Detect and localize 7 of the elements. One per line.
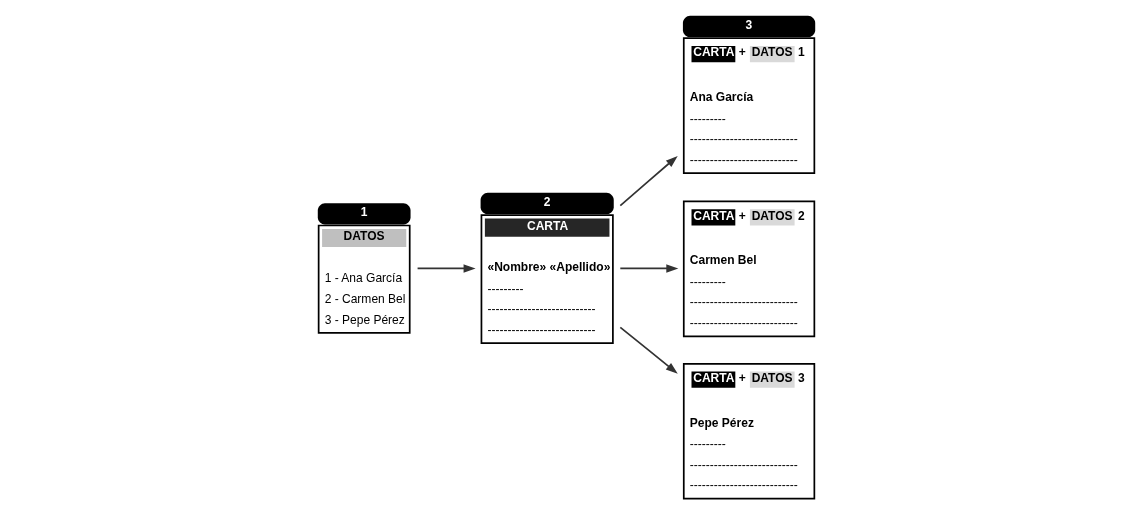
arrow <box>618 325 678 374</box>
arrow <box>416 263 476 273</box>
arrow <box>618 263 678 273</box>
node-label: 3 <box>745 17 752 32</box>
node-label: 2 <box>543 194 550 209</box>
node-label: 1 <box>360 204 367 219</box>
arrow <box>618 155 678 206</box>
